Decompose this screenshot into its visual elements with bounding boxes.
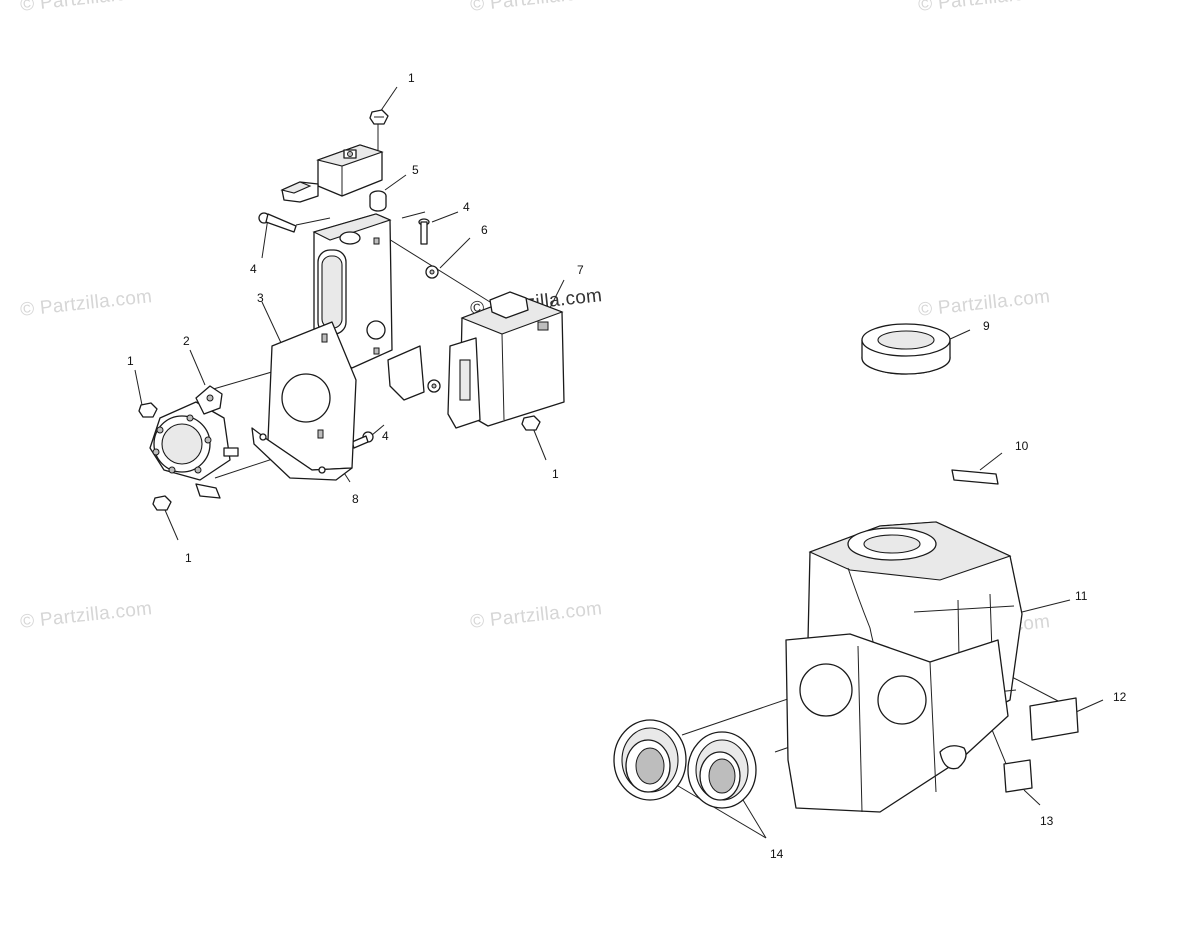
solenoid-block (280, 144, 384, 203)
callout-label: 1 (127, 354, 134, 368)
nut-icon (152, 495, 172, 511)
callout-label: 1 (552, 467, 559, 481)
spacer-icon (369, 190, 387, 212)
nut-icon (521, 415, 541, 431)
bolt-icon (351, 431, 374, 449)
callout-label: 10 (1015, 439, 1029, 453)
decal-icon (1003, 759, 1033, 793)
callout-label: 1 (408, 71, 415, 85)
callout-label: 9 (983, 319, 990, 333)
decal-icon (1029, 697, 1079, 741)
callout-label: 2 (183, 334, 190, 348)
airbox (785, 521, 1023, 813)
intake-boot (687, 731, 757, 809)
washer-icon (425, 265, 439, 279)
callout-label: 3 (257, 291, 264, 305)
nut-icon (369, 109, 389, 125)
control-module (447, 291, 565, 429)
callout-label: 11 (1075, 589, 1088, 603)
callout-label: 8 (352, 492, 359, 506)
foam-ring (861, 323, 951, 375)
bolt-icon (258, 212, 297, 233)
callout-label: 1 (185, 551, 192, 565)
fuel-pump (149, 385, 239, 499)
callout-label: 4 (250, 262, 257, 276)
callout-label: 4 (382, 429, 389, 443)
callout-label: 12 (1113, 690, 1127, 704)
callout-label: 7 (577, 263, 584, 277)
mounting-bracket (251, 213, 425, 481)
callout-label: 14 (770, 847, 784, 861)
decal-icon (951, 469, 999, 485)
callout-label: 5 (412, 163, 419, 177)
callout-label: 13 (1040, 814, 1054, 828)
callout-label: 6 (481, 223, 488, 237)
intake-boot (613, 719, 687, 801)
washer-icon (427, 379, 441, 393)
bolt-icon (418, 218, 430, 245)
callout-label: 4 (463, 200, 470, 214)
nut-icon (138, 402, 158, 418)
